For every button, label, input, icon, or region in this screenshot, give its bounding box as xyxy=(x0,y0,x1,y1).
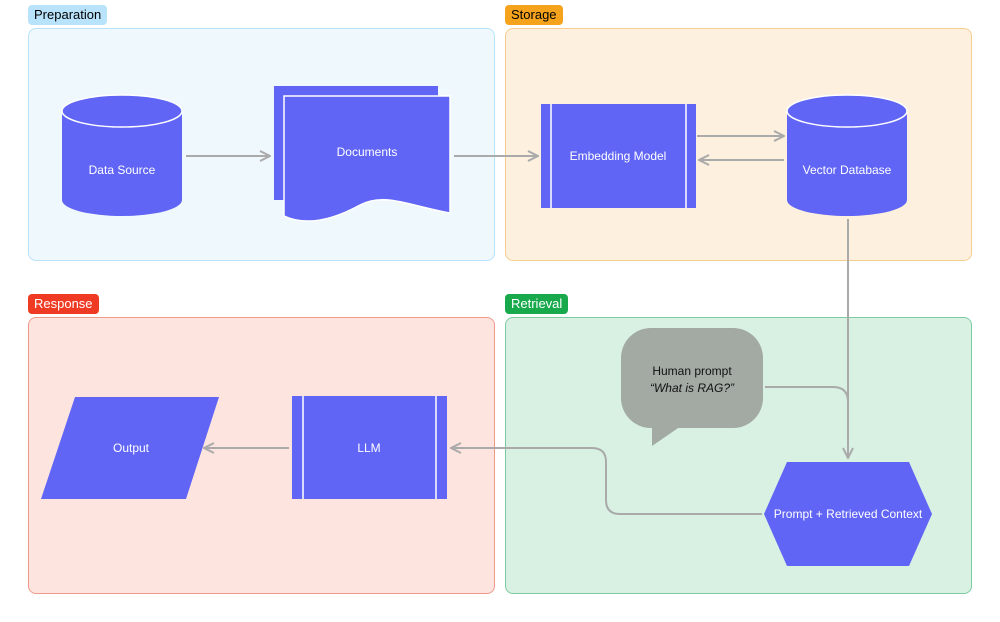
predefined-process-icon xyxy=(292,396,447,499)
arrow-prompt-context-to-llm xyxy=(451,448,762,515)
human-prompt-text: “What is RAG?” xyxy=(650,381,735,395)
human-prompt-node: Human prompt “What is RAG?” xyxy=(621,328,763,446)
output-label: Output xyxy=(113,441,150,455)
speech-bubble-icon xyxy=(621,328,763,446)
output-node: Output xyxy=(41,397,219,499)
arrows xyxy=(186,136,849,515)
preparation-tag: Preparation xyxy=(28,5,108,25)
storage-tag: Storage xyxy=(505,5,563,25)
hexagon-icon xyxy=(764,462,932,566)
retrieval-tag: Retrieval xyxy=(505,294,569,314)
documents-node: Documents xyxy=(274,86,451,222)
parallelogram-icon xyxy=(41,397,219,499)
response-tag: Response xyxy=(28,294,99,314)
documents-label: Documents xyxy=(337,145,398,159)
prompt-context-node: Prompt + Retrieved Context xyxy=(764,462,932,566)
cylinder-icon xyxy=(786,94,908,216)
vector-database-label: Vector Database xyxy=(803,163,892,177)
arrow-human-prompt-to-prompt-context xyxy=(765,386,849,403)
embedding-model-label: Embedding Model xyxy=(570,149,667,163)
prompt-context-label: Prompt + Retrieved Context xyxy=(774,507,923,521)
multiple-documents-icon xyxy=(274,86,451,222)
llm-node: LLM xyxy=(292,396,447,499)
predefined-process-icon xyxy=(541,104,696,208)
vector-database-node: Vector Database xyxy=(786,94,908,216)
human-prompt-title: Human prompt xyxy=(652,364,732,378)
llm-label: LLM xyxy=(357,441,380,455)
data-source-label: Data Source xyxy=(89,163,156,177)
cylinder-icon xyxy=(61,94,183,216)
embedding-model-node: Embedding Model xyxy=(541,104,696,208)
data-source-node: Data Source xyxy=(61,94,183,216)
